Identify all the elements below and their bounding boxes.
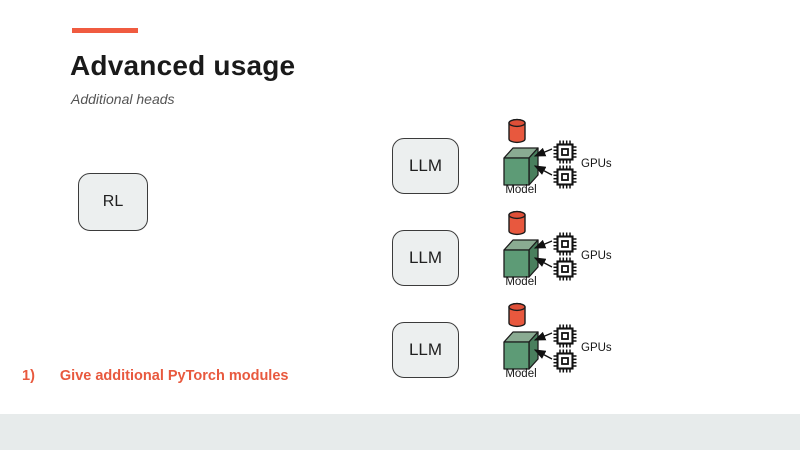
footnote: 1) Give additional PyTorch modules xyxy=(22,368,288,384)
llm-node[interactable]: LLM xyxy=(392,138,459,194)
llm-group-2: LLM Model xyxy=(390,210,620,292)
footnote-text: Give additional PyTorch modules xyxy=(59,368,289,384)
model-label: Model xyxy=(505,368,537,380)
title-accent-bar xyxy=(72,28,138,33)
model-label: Model xyxy=(505,276,537,288)
database-cylinder-icon xyxy=(508,118,526,144)
database-cylinder-icon xyxy=(508,210,526,236)
llm-group-1: LLM Model xyxy=(390,118,620,200)
rl-node[interactable]: RL xyxy=(78,173,148,231)
gpu-chip-icon xyxy=(553,257,577,281)
gpus-label: GPUs xyxy=(581,250,612,262)
gpu-chip-icon xyxy=(553,165,577,189)
database-cylinder-icon xyxy=(508,302,526,328)
llm-group-3: LLM Model xyxy=(390,302,620,384)
model-cube-icon xyxy=(503,331,539,370)
gpus-label: GPUs xyxy=(581,158,612,170)
slide-subtitle: Additional heads xyxy=(71,91,175,107)
model-label: Model xyxy=(505,184,537,196)
gpu-chip-icon xyxy=(553,232,577,256)
gpu-chip-icon xyxy=(553,324,577,348)
footnote-number: 1) xyxy=(22,368,35,384)
model-cube-icon xyxy=(503,147,539,186)
bottom-band xyxy=(0,414,800,450)
llm-node[interactable]: LLM xyxy=(392,322,459,378)
llm-node[interactable]: LLM xyxy=(392,230,459,286)
llm-node-label: LLM xyxy=(408,156,443,175)
model-cube-icon xyxy=(503,239,539,278)
gpus-label: GPUs xyxy=(581,342,612,354)
rl-node-label: RL xyxy=(102,193,124,210)
slide-title: Advanced usage xyxy=(70,50,296,81)
llm-node-label: LLM xyxy=(408,340,443,359)
llm-node-label: LLM xyxy=(408,248,443,267)
gpu-chip-icon xyxy=(553,140,577,164)
gpu-chip-icon xyxy=(553,349,577,373)
